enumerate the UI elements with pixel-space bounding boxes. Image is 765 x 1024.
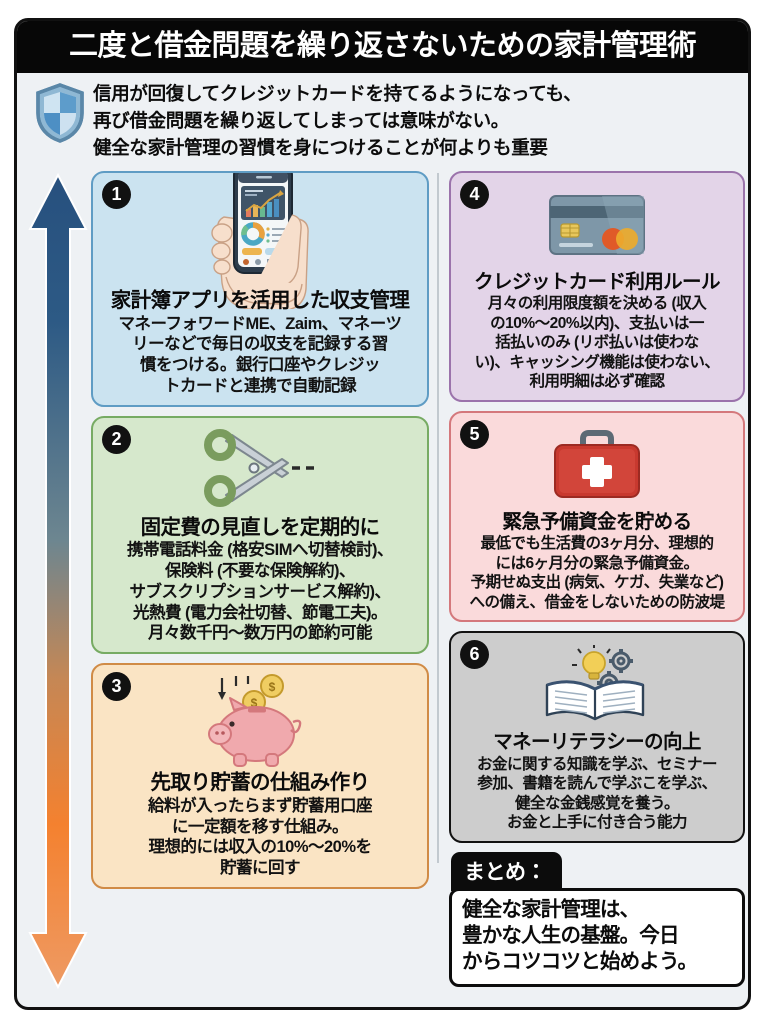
card-5-number-badge: 5 — [460, 420, 489, 449]
card-1-body: マネーフォワードME、Zaim、マネーツ リーなどで毎日の収支を記録する習 慣を… — [102, 314, 418, 397]
card-1-number-badge: 1 — [102, 180, 131, 209]
card-3-body-line-3: 理想的には収入の10%〜20%を — [148, 838, 372, 857]
intro-section: 信用が回復してクレジットカードを持てるようになっても、 再び借金問題を繰り返して… — [17, 73, 748, 169]
card-1-artwork — [102, 172, 418, 309]
card-3-body-line-2: に一定額を移す仕組み。 — [172, 817, 349, 836]
card-5-body-line-3: 予期せぬ支出 (病気、ケガ、失業など) — [470, 574, 724, 592]
card-6-title: マネーリテラシーの向上 — [493, 731, 701, 754]
column-divider — [437, 173, 439, 863]
card-3-title: 先取り貯蓄の仕組み作り — [150, 771, 371, 795]
card-5-body-line-2: には6ヶ月分の緊急予備資金。 — [495, 554, 699, 572]
card-6[interactable]: 6 — [449, 631, 745, 843]
card-3-body-line-4: 貯蓄に回す — [220, 859, 301, 878]
summary-section: まとめ： 健全な家計管理は、 豊かな人生の基盤。今日 からコツコツと始めよう。 — [449, 851, 745, 987]
card-6-body-line-2: 参加、書籍を読んで学ぶこを学ぶ、 — [477, 775, 717, 793]
open-book-lightbulb-gears-icon — [545, 645, 645, 721]
card-5-title: 緊急予備資金を貯める — [502, 511, 692, 533]
card-1-body-line-1: マネーフォワードME、Zaim、マネーツ — [118, 314, 402, 333]
card-2-title: 固定費の見直しを定期的に — [140, 515, 380, 539]
card-3[interactable]: 3 $ $ — [91, 663, 429, 889]
card-6-body-line-1: お金に関する知識を学ぶ、セミナー — [476, 755, 718, 773]
card-4-body-line-3: 括払いのみ (リボ払いは使わな — [495, 334, 699, 352]
card-2-body-line-1: 携帯電話料金 (格安SIMへ切替検討)、 — [127, 541, 393, 560]
card-5-body-line-1: 最低でも生活費の3ヶ月分、理想的 — [480, 535, 714, 553]
infographic-frame: 二度と借金問題を繰り返さないための家計管理術 信用が回復してクレジットカードを持… — [14, 18, 751, 1010]
credit-card-icon — [549, 195, 645, 255]
card-5-body-line-4: への備え、借金をしないための防波堤 — [469, 593, 725, 611]
card-6-artwork — [460, 639, 734, 731]
card-4-body-line-5: 利用明細は必ず確認 — [529, 373, 665, 391]
card-2-body: 携帯電話料金 (格安SIMへ切替検討)、 保険料 (不要な保険解約)、 サブスク… — [102, 540, 418, 644]
first-aid-kit-icon — [554, 430, 640, 498]
card-1-body-line-4: トカードと連携で自動記録 — [164, 376, 357, 395]
summary-line-3: からコツコツと始めよう。 — [462, 950, 698, 974]
right-column: 4 クレジットカード利用ルール — [449, 171, 745, 1007]
card-2-body-line-3: サブスクリプションサービス解約)、 — [129, 582, 392, 601]
piggy-bank-with-coins-icon: $ $ — [208, 674, 302, 768]
card-4-body: 月々の利用限度額を決める (収入 の10%〜20%以内)、支払いは一 括払いのみ… — [460, 294, 734, 392]
title-bar: 二度と借金問題を繰り返さないための家計管理術 — [17, 21, 748, 73]
intro-line-2: 再び借金問題を繰り返してしまっては意味がない。 — [93, 109, 510, 131]
card-4-body-line-2: の10%〜20%以内)、支払いは一 — [490, 314, 704, 332]
card-2-body-line-4: 光熱費 (電力会社切替、節電工夫)。 — [132, 603, 388, 622]
card-4-artwork — [460, 179, 734, 271]
card-6-body-line-3: 健全な金銭感覚を養う。 — [514, 794, 680, 812]
card-6-body: お金に関する知識を学ぶ、セミナー 参加、書籍を読んで学ぶこを学ぶ、 健全な金銭感… — [460, 755, 734, 833]
card-1[interactable]: 1 — [91, 171, 429, 407]
card-2-body-line-2: 保険料 (不要な保険解約)、 — [164, 562, 356, 581]
intro-text: 信用が回復してクレジットカードを持てるようになっても、 再び借金問題を繰り返して… — [91, 81, 738, 161]
scissors-cutting-icon — [204, 428, 318, 507]
card-3-body-line-1: 給料が入ったらまず貯蓄用口座 — [148, 796, 373, 815]
card-5[interactable]: 5 緊急予備資金を貯める 最低でも生活費の3ヶ月分、理想的 には6ヶ月分の緊急予… — [449, 411, 745, 623]
card-1-title: 家計簿アプリを活用した収支管理 — [110, 289, 410, 312]
card-3-body: 給料が入ったらまず貯蓄用口座 に一定額を移す仕組み。 理想的には収入の10%〜2… — [102, 796, 418, 879]
card-4-number-badge: 4 — [460, 180, 489, 209]
card-4-body-line-1: 月々の利用限度額を決める (収入 — [487, 295, 707, 313]
hand-holding-smartphone-finance-app-icon — [211, 172, 309, 309]
card-2-body-line-5: 月々数千円〜数万円の節約可能 — [148, 624, 373, 643]
summary-tab-label: まとめ： — [451, 851, 562, 891]
card-2[interactable]: 2 固定費の見直しを定期的に — [91, 415, 429, 655]
card-2-number-badge: 2 — [102, 424, 131, 454]
card-4[interactable]: 4 クレジットカード利用ルール — [449, 171, 745, 402]
shield-icon — [36, 83, 84, 143]
left-column: 1 — [91, 171, 429, 1007]
svg-text:$: $ — [269, 680, 276, 694]
progress-arrow-column — [25, 171, 91, 991]
card-1-body-line-2: リーなどで毎日の収支を記録する習 — [132, 335, 388, 354]
card-5-artwork — [460, 419, 734, 511]
double-headed-vertical-arrow-icon — [28, 172, 88, 990]
summary-line-1: 健全な家計管理は、 — [462, 897, 640, 921]
intro-line-3: 健全な家計管理の習慣を身につけることが何よりも重要 — [93, 136, 548, 158]
card-4-title: クレジットカード利用ルール — [474, 271, 720, 293]
intro-line-1: 信用が回復してクレジットカードを持てるようになっても、 — [93, 83, 582, 104]
card-5-body: 最低でも生活費の3ヶ月分、理想的 には6ヶ月分の緊急予備資金。 予期せぬ支出 (… — [460, 534, 734, 612]
summary-line-2: 豊かな人生の基盤。今日 — [462, 924, 680, 948]
card-3-number-badge: 3 — [102, 672, 131, 702]
svg-text:$: $ — [251, 696, 258, 710]
card-3-artwork: $ $ — [102, 671, 418, 771]
shield-icon-wrapper — [29, 81, 91, 143]
page-title: 二度と借金問題を繰り返さないための家計管理術 — [68, 29, 697, 62]
card-2-artwork — [102, 424, 418, 516]
card-4-body-line-4: い)、キャッシング機能は使わない、 — [474, 353, 720, 371]
card-6-number-badge: 6 — [460, 640, 489, 670]
summary-box: 健全な家計管理は、 豊かな人生の基盤。今日 からコツコツと始めよう。 — [449, 887, 745, 987]
card-1-body-line-3: 慣をつける。銀行口座やクレジッ — [140, 356, 381, 375]
card-6-body-line-4: お金と上手に付き合う能力 — [506, 814, 688, 832]
